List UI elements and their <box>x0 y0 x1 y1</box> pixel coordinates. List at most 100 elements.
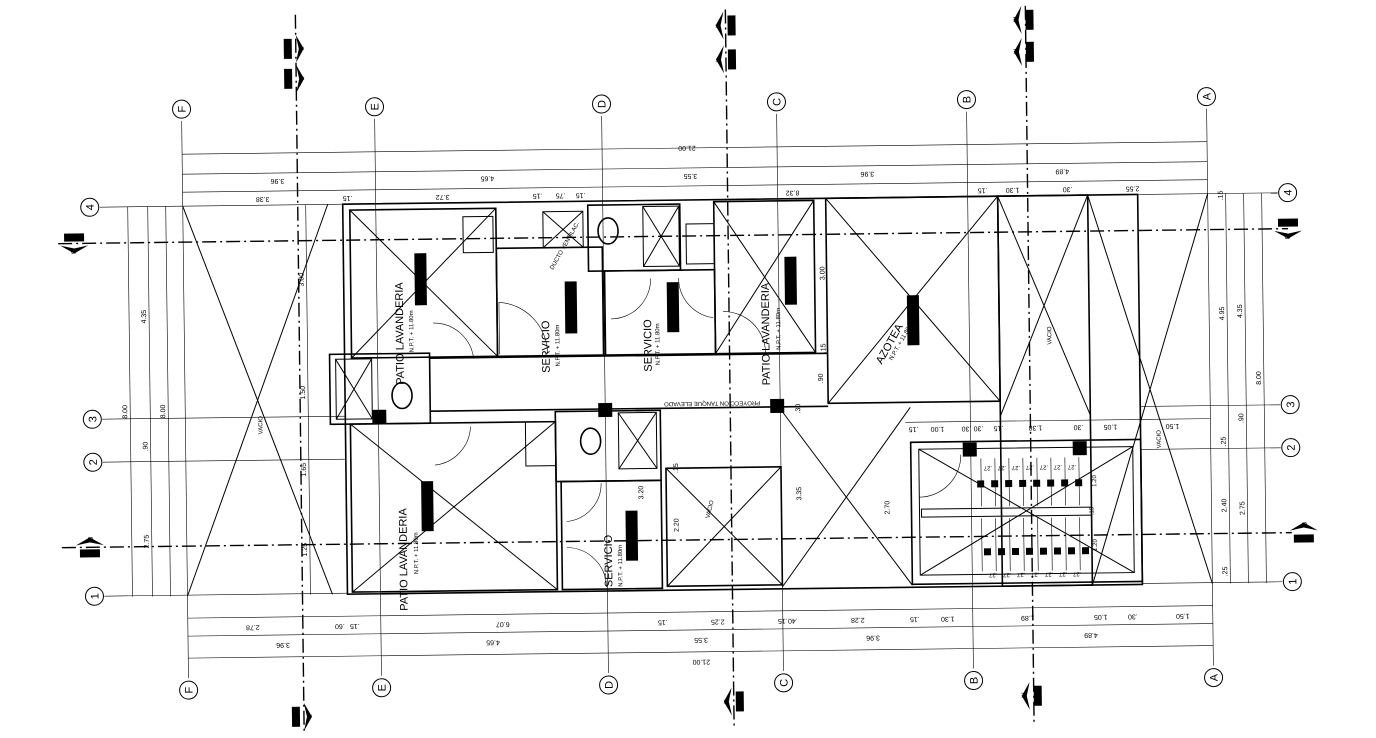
dim-axis: 3.96 <box>860 170 874 177</box>
section-marker: B <box>75 536 104 558</box>
dim-axis: 3.55 <box>683 172 697 179</box>
section-marker: F <box>715 11 736 40</box>
dim-total: 21.00 <box>692 658 710 665</box>
axis-label: 4 <box>1283 190 1295 196</box>
dim-interior: 3.00 <box>820 266 827 280</box>
dim-detail: 1.05 <box>1094 613 1108 620</box>
dim-detail: .30 <box>1063 185 1073 192</box>
stair-flight-dim: 1.20 <box>1092 474 1098 486</box>
dim-left: 3.00 <box>299 273 306 287</box>
dim-detail: .15 <box>350 622 360 629</box>
dim-stair: .15 <box>993 424 1003 431</box>
axis-label: C <box>779 679 791 687</box>
section-marker: F <box>723 687 744 716</box>
axis-line-col <box>601 116 609 673</box>
dim-interior: 2.20 <box>674 518 681 532</box>
section-marker: F <box>283 34 304 63</box>
dim-detail: 2.55 <box>1126 184 1140 191</box>
section-label: F <box>715 21 719 28</box>
section-marker: E <box>1021 681 1042 710</box>
axis-bubble-row: 1 <box>84 586 104 606</box>
stair-step-dim: .27 <box>1039 464 1048 470</box>
section-label: F <box>300 47 304 54</box>
dim-left: 1.50 <box>300 386 307 400</box>
dim-axis: 4.65 <box>480 174 494 181</box>
dim-right: 2.40 <box>1221 498 1228 512</box>
axis-line-row <box>102 458 346 463</box>
dim-detail: .15 <box>533 192 543 199</box>
dim-right: .90 <box>1238 413 1245 423</box>
doors <box>433 278 962 588</box>
section-label: B <box>1283 235 1290 240</box>
toilets <box>391 217 619 455</box>
dim-stair: 1.38 <box>1029 424 1043 431</box>
stair-step-dim: .27 <box>1011 464 1020 470</box>
dim-interior: .30 <box>795 404 802 414</box>
room-label-vacio: VACIO <box>1157 430 1163 449</box>
axis-bubble-row: 3 <box>82 409 102 429</box>
dim-detail: 2.25 <box>711 618 725 625</box>
level-tags <box>414 253 920 561</box>
dim-detail: 1.30 <box>941 615 955 622</box>
section-marker: B <box>1289 521 1318 543</box>
section-marker: F <box>291 702 312 731</box>
axis-label: D <box>604 681 616 689</box>
axis-label: 1 <box>89 593 101 599</box>
dim-left: 1.25 <box>302 543 309 557</box>
section-label: F <box>300 77 304 84</box>
dim-detail: .30 <box>1128 613 1138 620</box>
dim-interior: 2.70 <box>884 501 891 515</box>
duct-label: DUCTO VENTILAC. <box>550 221 582 271</box>
dim-detail: 6.07 <box>496 620 510 627</box>
dim-axis: 3.55 <box>694 636 708 643</box>
dim-interior: .15 <box>820 343 827 353</box>
dim-interior: .15 <box>673 463 680 473</box>
tank-projection-label: PROYECCION TANQUE ELEVADO <box>664 399 760 406</box>
dim-axis: 3.96 <box>270 177 284 184</box>
dim-left: 1.65 <box>301 463 308 477</box>
section-marker: E <box>1012 5 1034 34</box>
section-label: B <box>69 249 76 254</box>
dim-detail: 1.89 <box>1021 614 1035 621</box>
section-label: B <box>1302 521 1309 526</box>
axis-line-row <box>1140 404 1281 407</box>
axis-bubble-row: 4 <box>80 197 100 217</box>
axis-bubble-row: 2 <box>83 452 103 472</box>
dim-left: 8.00 <box>122 405 129 419</box>
room-label-vacio: VACIO <box>258 416 264 435</box>
stair-step-dim: .27 <box>983 464 992 470</box>
stair-step-dim: .27 <box>1044 571 1053 577</box>
dim-detail: 8.32 <box>786 189 800 196</box>
axis-bubble-col: A <box>1204 668 1224 688</box>
dim-axis: 3.96 <box>866 634 880 641</box>
dim-right: .25 <box>1222 566 1229 576</box>
dim-right: 4.35 <box>1237 304 1244 318</box>
axis-label: C <box>771 98 783 106</box>
section-marker: B <box>60 233 89 255</box>
section-marker: F <box>284 64 305 93</box>
dim-axis: 4.65 <box>486 638 500 645</box>
section-label: E <box>1013 47 1018 54</box>
dim-axis: 4.89 <box>1055 167 1069 174</box>
stair-step-dim: .27 <box>988 571 997 577</box>
dim-detail: .15 <box>910 615 920 622</box>
dim-detail: 1.30 <box>1006 186 1020 193</box>
dim-stair: .30 <box>1073 423 1083 430</box>
axis-label: F <box>184 686 196 693</box>
section-label: F <box>716 55 720 62</box>
level-label: N.P.T. + 11.80m <box>776 308 783 350</box>
section-label: E <box>1021 691 1026 698</box>
columns <box>372 398 1087 457</box>
dim-stair: .30 <box>973 424 983 431</box>
dim-detail: 2.78 <box>246 623 260 630</box>
room-label-vacio: VACIO <box>1047 326 1053 345</box>
dim-detail: .15 <box>778 617 788 624</box>
stair-step-dim: .27 <box>1030 571 1039 577</box>
dim-stair: .15 <box>908 425 918 432</box>
room-label-servicio: SERVICIO <box>540 320 553 373</box>
dim-detail: .15 <box>978 186 988 193</box>
axis-label: D <box>596 100 608 108</box>
axis-line-col <box>776 113 784 671</box>
